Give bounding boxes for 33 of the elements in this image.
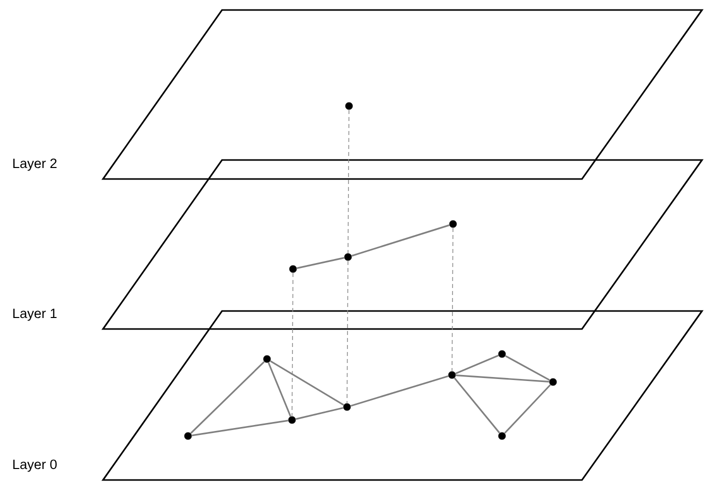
- dashed-link: [292, 272, 294, 416]
- graph-edge: [192, 420, 288, 436]
- graph-point: [448, 371, 456, 379]
- graph-point: [498, 432, 506, 440]
- layer-plane: Layer 2: [13, 9, 704, 180]
- graph-edge: [352, 224, 450, 257]
- graph-edge: [505, 355, 550, 381]
- graph-point: [345, 102, 353, 110]
- graph-point: [263, 355, 271, 363]
- graph-edge: [190, 361, 265, 434]
- node-label: Layer 0: [13, 460, 57, 472]
- graph-edge: [350, 375, 448, 407]
- dashed-link: [346, 260, 348, 404]
- graph-point: [449, 220, 457, 228]
- graph-edge: [268, 362, 292, 417]
- graph-point: [289, 265, 297, 273]
- graph-point: [498, 350, 506, 358]
- graph-point: [288, 416, 296, 424]
- graph-point: [343, 403, 351, 411]
- graph-edge: [456, 374, 550, 383]
- graph-point: [184, 432, 192, 440]
- dashed-link: [452, 228, 454, 372]
- graph-point: [344, 253, 352, 261]
- graph-edge: [454, 378, 500, 434]
- node-label: Layer 1: [13, 308, 57, 321]
- graph-edge: [296, 257, 344, 269]
- graph-point: [549, 378, 557, 386]
- graph-edge: [455, 354, 499, 374]
- graph-edge: [504, 384, 551, 434]
- node-label: Layer 2: [13, 158, 57, 171]
- dashed-link: [348, 110, 350, 254]
- graph-edge: [270, 360, 344, 406]
- graph-edge: [296, 407, 344, 420]
